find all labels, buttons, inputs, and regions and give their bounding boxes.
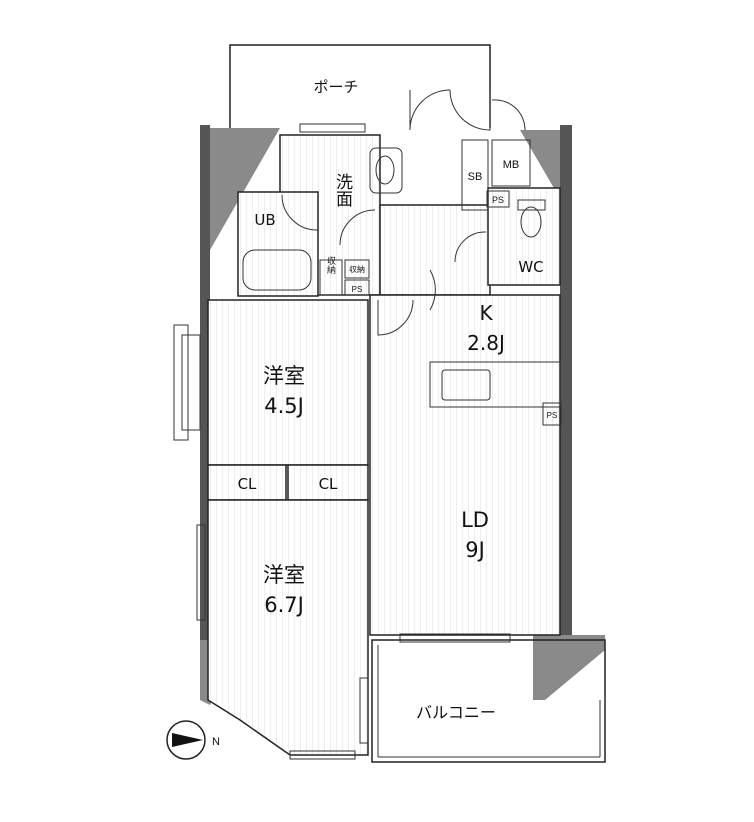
closet-2-label: CL (319, 475, 338, 493)
fixtures (319, 139, 562, 426)
closet-1 (207, 464, 287, 501)
storage-1 (319, 259, 343, 296)
storage2-label: 収納 (349, 264, 365, 274)
outer-walls (200, 125, 605, 705)
storage-label: 収納 (326, 255, 336, 275)
labels: ポーチ 洗面 UB 収納 収納 PS SB MB PS PS WC K 2.8J… (238, 78, 558, 722)
pipe-space-label-3: PS (547, 411, 558, 420)
washroom-label: 洗面 (332, 173, 353, 207)
balcony-area (371, 639, 606, 763)
unit-bath-room (237, 191, 319, 297)
meter-box-label: MB (503, 159, 520, 171)
pipe-space-1 (486, 190, 510, 208)
porch-label: ポーチ (313, 78, 358, 96)
living-dining-size-label: 9J (465, 538, 485, 562)
entrance-hall (379, 204, 491, 296)
western-room-2 (207, 499, 369, 756)
windows (173, 123, 511, 760)
kitchen-sink (441, 369, 491, 401)
pipe-space-3 (542, 402, 562, 426)
rooms-layer (207, 134, 606, 763)
shoe-box-cabinet (461, 139, 489, 211)
kitchen-counter (429, 361, 561, 408)
balcony-label: バルコニー (416, 703, 496, 722)
storage-2 (344, 259, 370, 279)
compass-label: N (212, 736, 220, 748)
north-compass: N (166, 720, 220, 760)
unit-bath-label: UB (254, 211, 275, 229)
pipe-space-2 (344, 279, 370, 296)
living-dining-kitchen (369, 294, 561, 636)
western-room-1-name-label: 洋室 (263, 364, 305, 388)
western-room-1-size-label: 4.5J (264, 394, 304, 418)
kitchen-name-label: K (479, 301, 493, 325)
closet-1-label: CL (238, 475, 257, 493)
shoe-box-label: SB (468, 171, 483, 183)
doors (281, 89, 526, 336)
western-room-2-name-label: 洋室 (263, 563, 305, 587)
kitchen-size-label: 2.8J (467, 331, 505, 355)
pipe-space-label-2: PS (352, 285, 363, 294)
toilet-room (487, 187, 561, 286)
living-dining-name-label: LD (461, 508, 489, 532)
meter-box-cabinet (491, 139, 531, 187)
bathtub (242, 249, 312, 291)
porch-area (229, 44, 491, 128)
western-room-1 (207, 299, 369, 466)
closet-2 (287, 464, 369, 501)
pipe-space-label-1: PS (492, 195, 504, 205)
toilet-bowl (520, 206, 542, 238)
western-room-2-size-label: 6.7J (264, 593, 304, 617)
washbasin (369, 147, 403, 194)
toilet-label: WC (518, 258, 543, 276)
